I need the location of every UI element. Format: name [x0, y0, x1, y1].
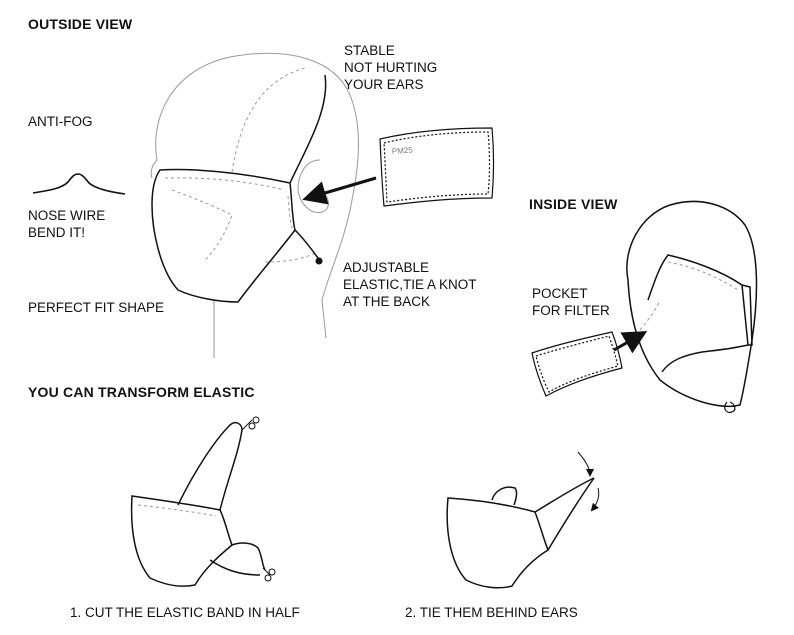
mask-step-2: [446, 477, 595, 589]
filter-arrow: [302, 176, 377, 205]
mask-step-1: [130, 422, 266, 587]
scissors-icon: [241, 416, 276, 582]
step-1-caption: 1. CUT THE ELASTIC BAND IN HALF: [70, 605, 300, 620]
pm25-filter-inside: [531, 331, 623, 397]
perfect-fit-label: PERFECT FIT SHAPE: [28, 300, 165, 315]
adjustable-elastic-label: ADJUSTABLE ELASTIC,TIE A KNOT AT THE BAC…: [343, 260, 477, 309]
nose-wire-icon: [32, 173, 126, 195]
head-outline: [150, 52, 359, 358]
nose-wire-label: NOSE WIRE BEND IT!: [28, 208, 106, 240]
stable-label: STABLE NOT HURTING YOUR EARS: [344, 43, 438, 92]
elastic-toggle-icon: [315, 257, 323, 265]
pocket-arrow: [613, 331, 648, 354]
pm25-filter-outside: PM25: [379, 127, 495, 207]
anti-fog-label: ANTI-FOG: [28, 114, 93, 129]
inside-view-heading: INSIDE VIEW: [529, 196, 618, 212]
face-mask-inside: [626, 200, 758, 407]
filter-tag-text: PM25: [392, 146, 414, 156]
tie-rotation-arrows-icon: [577, 451, 600, 512]
transform-elastic-heading: YOU CAN TRANSFORM ELASTIC: [28, 384, 255, 400]
face-mask-outside: [151, 74, 327, 303]
step-2-caption: 2. TIE THEM BEHIND EARS: [405, 605, 578, 620]
pocket-filter-label: POCKET FOR FILTER: [532, 286, 610, 318]
outside-view-heading: OUTSIDE VIEW: [28, 16, 133, 32]
